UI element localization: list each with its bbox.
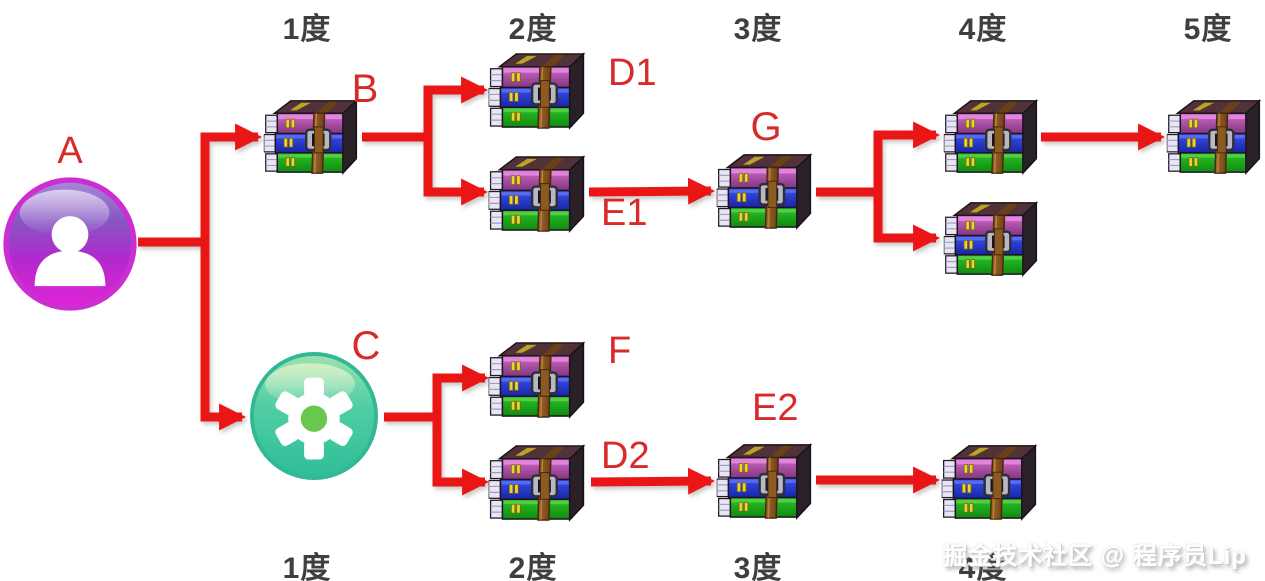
- connector-b-e1: [423, 137, 489, 206]
- node-f: [488, 337, 588, 420]
- label-c: C: [351, 324, 381, 368]
- connector-a-c: [200, 242, 247, 431]
- node-5deg: [1166, 95, 1264, 176]
- connector-c-f: [384, 364, 490, 422]
- label-e2: E2: [752, 387, 799, 429]
- label-e1: E1: [601, 192, 648, 234]
- bottom-axis-label-2: 2度: [508, 552, 558, 581]
- archive-icon-g: [716, 149, 815, 231]
- label-f: F: [608, 330, 632, 372]
- bottom-axis-label-1: 1度: [282, 552, 332, 581]
- archive-icon-4deg-top: [943, 95, 1041, 176]
- label-g: G: [750, 105, 782, 149]
- archive-icon-4deg-bottom: [943, 197, 1041, 278]
- node-d2: [488, 440, 588, 523]
- top-axis-label-2: 2度: [508, 13, 558, 46]
- node-e2: [716, 439, 815, 521]
- bottom-axis-label-3: 3度: [733, 552, 783, 581]
- archive-icon-4deg-lower: [941, 440, 1040, 522]
- node-b: [263, 95, 361, 176]
- node-4deg-lower: [941, 440, 1040, 522]
- archive-icon-d2: [488, 440, 588, 523]
- node-d1: [488, 48, 588, 131]
- label-d2: D2: [601, 435, 650, 477]
- archive-icon-e2: [716, 439, 815, 521]
- node-c: [248, 350, 380, 482]
- connector-g-4deg-bottom: [873, 192, 941, 252]
- label-d1: D1: [608, 52, 657, 94]
- archive-icon-5deg: [1166, 95, 1264, 176]
- label-b: B: [351, 67, 379, 111]
- archive-icon-b: [263, 95, 361, 176]
- connector-d2-e2: [590, 467, 716, 495]
- connector-c-d2: [432, 417, 490, 496]
- person-icon: [2, 176, 138, 312]
- connector-a-b: [138, 123, 263, 247]
- gear-icon: [248, 350, 380, 482]
- label-a: A: [57, 130, 83, 172]
- node-a: [2, 176, 138, 312]
- top-axis-label-3: 3度: [733, 13, 783, 46]
- connector-e1-g: [588, 177, 716, 205]
- top-axis-label-4: 4度: [958, 13, 1008, 46]
- top-axis-label-1: 1度: [282, 13, 332, 46]
- bottom-axis-label-4: 4度: [958, 552, 1008, 581]
- top-axis-label-5: 5度: [1183, 13, 1233, 46]
- node-g: [716, 149, 815, 231]
- archive-icon-e1: [488, 151, 588, 234]
- watermark-text: 掘金技术社区 @ 程序员Lip: [943, 543, 1247, 570]
- node-4deg-bottom: [943, 197, 1041, 278]
- node-4deg-top: [943, 95, 1041, 176]
- archive-icon-f: [488, 337, 588, 420]
- archive-icon-d1: [488, 48, 588, 131]
- connector-g-4deg-top: [816, 121, 941, 197]
- connector-b-d1: [362, 76, 489, 142]
- node-e1: [488, 151, 588, 234]
